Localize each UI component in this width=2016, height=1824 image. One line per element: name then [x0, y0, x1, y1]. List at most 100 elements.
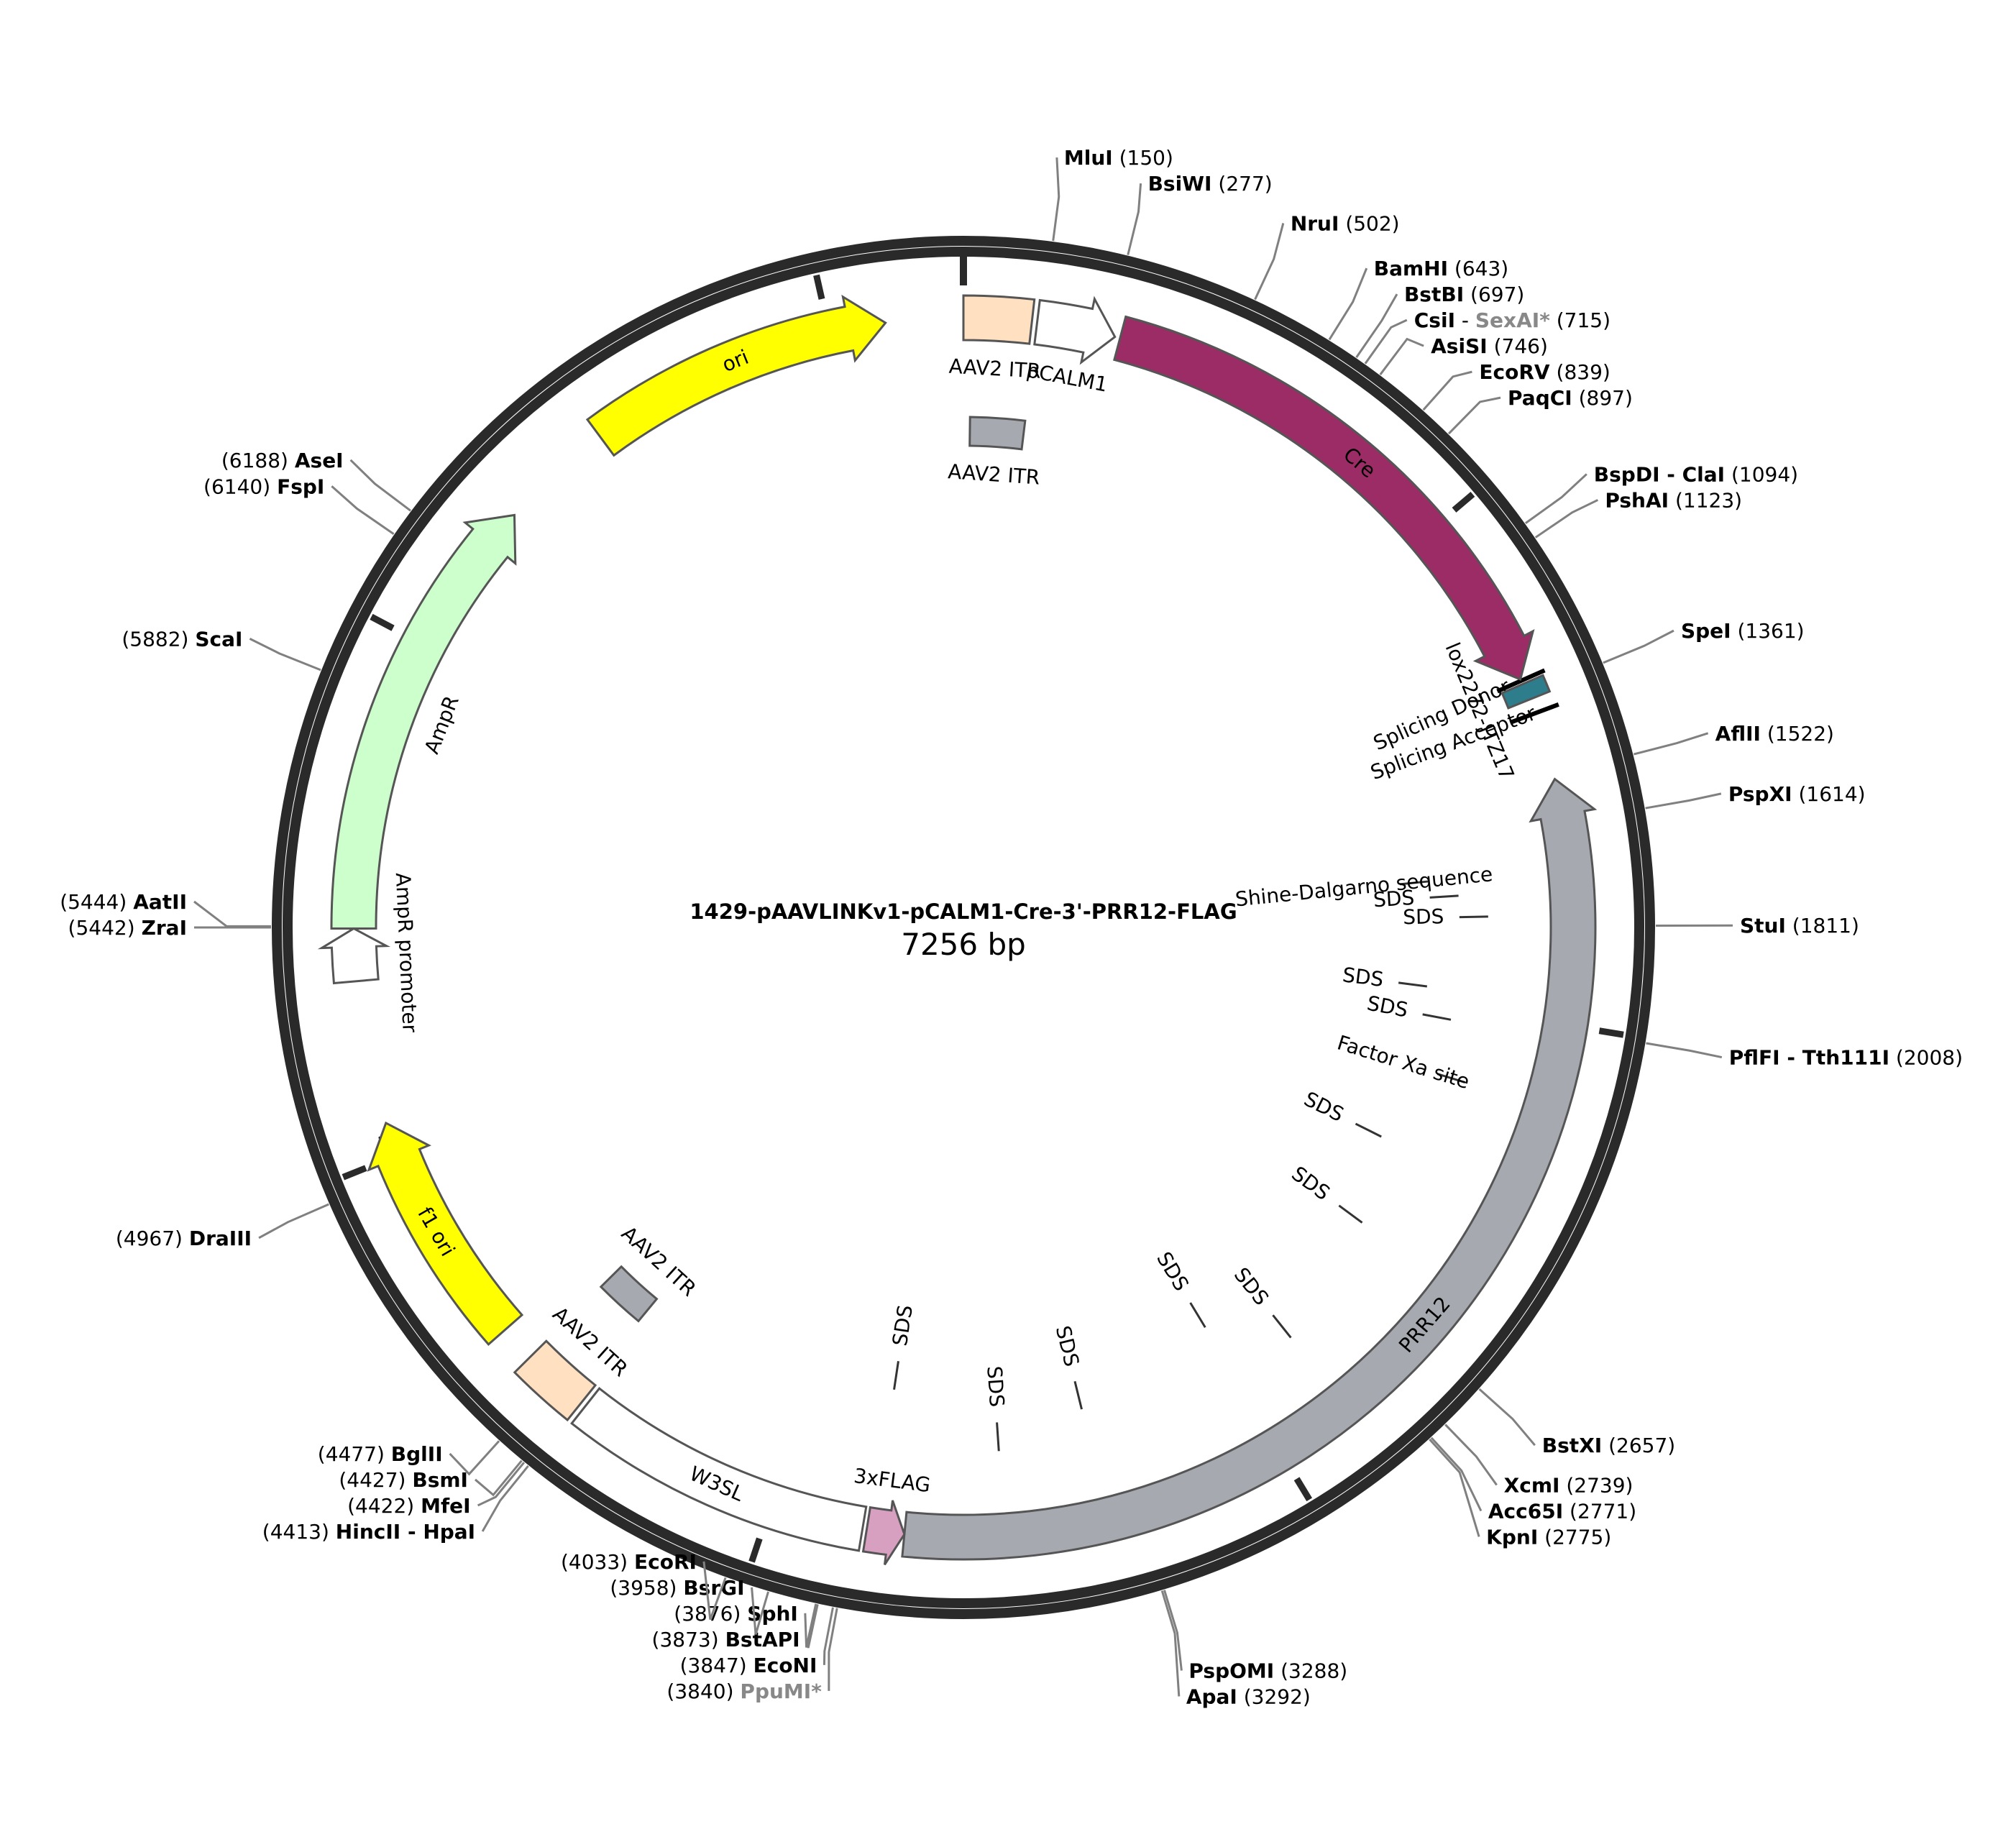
enzyme-name: BamHI — [1374, 257, 1448, 280]
enzyme-leader-mfei — [477, 1462, 525, 1507]
enzyme-leader-bglii — [449, 1440, 500, 1476]
enzyme-position: (150) — [1119, 146, 1173, 170]
enzyme-leader-paqci — [1447, 396, 1501, 435]
enzyme-label-ecori: (4033) EcoRI — [561, 1550, 697, 1574]
enzyme-name: ZraI — [142, 916, 187, 940]
site-mark-sds — [1355, 1122, 1382, 1138]
enzyme-position: (4477) — [318, 1442, 385, 1466]
enzyme-label-aatii: (5444) AatII — [60, 890, 187, 914]
feature-f1-ori — [367, 1121, 524, 1347]
enzyme-position: (643) — [1454, 257, 1508, 280]
origin-marker — [960, 255, 967, 285]
enzyme-leader-csii — [1364, 318, 1408, 365]
enzyme-leader-kpni — [1429, 1439, 1480, 1537]
site-label-sds: SDS — [1051, 1324, 1084, 1369]
site-mark-sds — [893, 1361, 899, 1390]
enzyme-label-pspxi: PspXI (1614) — [1728, 782, 1866, 806]
feature-lox2272-jtz17 — [1500, 674, 1552, 710]
enzyme-label-bsmi: (4427) BsmI — [339, 1468, 468, 1492]
site-mark-sds — [1338, 1204, 1363, 1224]
enzyme-name: SpeI — [1681, 619, 1731, 643]
enzyme-name: BsrGI — [683, 1576, 744, 1600]
enzyme-leader-pspxi — [1645, 792, 1722, 810]
enzyme-leader-draiii — [258, 1203, 329, 1239]
enzyme-label-bstapi: (3873) BstAPI — [652, 1628, 800, 1651]
feature-aav2-itr — [599, 1265, 659, 1323]
enzyme-name: KpnI — [1486, 1525, 1538, 1549]
enzyme-name: BglII — [391, 1442, 443, 1466]
enzyme-separator: - — [1455, 308, 1475, 332]
enzyme-position: (3292) — [1244, 1685, 1311, 1709]
feature-ori — [585, 294, 887, 457]
site-label-sds: SDS — [1403, 904, 1444, 929]
site-label-shine-dalgarno-sequence: Shine-Dalgarno sequence — [1234, 862, 1494, 911]
enzyme-position: (6140) — [203, 475, 270, 498]
feature-label-ampr-promoter: AmpR promoter — [391, 872, 422, 1033]
site-mark-factor-xa-site — [1437, 1073, 1465, 1083]
enzyme-name: AsiSI — [1431, 334, 1488, 358]
enzyme-position: (3840) — [666, 1679, 733, 1703]
enzyme-leader-ppumi — [828, 1608, 838, 1691]
enzyme-leader-sphi — [804, 1603, 817, 1648]
tick-mark-6000 — [370, 613, 395, 631]
backbone-inner-ring — [283, 247, 1644, 1608]
enzyme-leader-acc65i — [1430, 1436, 1483, 1512]
feature-3xflag — [861, 1500, 906, 1566]
enzyme-leader-bsmi — [475, 1459, 523, 1497]
site-mark-sds — [1398, 981, 1428, 988]
enzyme-leader-pshai — [1534, 499, 1599, 539]
enzyme-position: (2771) — [1570, 1499, 1636, 1523]
enzyme-position: (4033) — [561, 1550, 628, 1574]
feature-label-aav2-itr: AAV2 ITR — [948, 354, 1042, 383]
enzyme-name: EcoNI — [753, 1654, 817, 1677]
tick-mark-2000 — [1598, 1027, 1624, 1038]
backbone-outer-ring — [272, 236, 1655, 1619]
enzyme-label-pspomi: PspOMI (3288) — [1188, 1659, 1347, 1683]
enzyme-position: (4427) — [339, 1468, 406, 1492]
enzyme-name: PspOMI — [1188, 1659, 1274, 1683]
enzyme-name: StuI — [1740, 914, 1786, 938]
enzyme-leader-bamhi — [1328, 267, 1368, 341]
enzyme-name: ScaI — [195, 627, 242, 651]
enzyme-leader-ecorv — [1422, 370, 1472, 411]
plasmid-length: 7256 bp — [901, 927, 1026, 962]
enzyme-name: Acc65I — [1488, 1499, 1563, 1523]
enzyme-position: (1123) — [1675, 488, 1742, 512]
site-mark-sds — [1429, 894, 1459, 899]
site-label-factor-xa-site: Factor Xa site — [1334, 1031, 1472, 1094]
enzyme-label-scai: (5882) ScaI — [122, 627, 242, 651]
enzyme-label-econi: (3847) EcoNI — [680, 1654, 817, 1677]
enzyme-leader-hincii-hpai — [481, 1465, 529, 1532]
enzyme-leader-asisi — [1379, 337, 1424, 375]
site-mark-sds — [1073, 1380, 1083, 1410]
enzyme-label-acc65i: Acc65I (2771) — [1488, 1499, 1636, 1523]
site-mark-sds — [1422, 1013, 1452, 1021]
enzyme-position: (2739) — [1566, 1473, 1633, 1497]
site-label-sds: SDS — [1229, 1263, 1273, 1310]
enzyme-position: (2657) — [1608, 1434, 1675, 1457]
site-label-sds: SDS — [1301, 1087, 1348, 1127]
marker-splicing-donor — [1496, 668, 1546, 694]
feature-label-pcalm1: pCALM1 — [1025, 358, 1109, 397]
enzyme-label-paqci: PaqCI (897) — [1508, 386, 1633, 410]
enzyme-position: (3288) — [1280, 1659, 1347, 1683]
enzyme-position: (746) — [1494, 334, 1548, 358]
enzyme-name: MfeI — [421, 1494, 470, 1518]
site-label-sds: SDS — [982, 1365, 1009, 1408]
enzyme-label-apai: ApaI (3292) — [1186, 1685, 1311, 1709]
enzyme-label-bstxi: BstXI (2657) — [1542, 1434, 1675, 1457]
enzyme-name: EcoRI — [634, 1550, 697, 1574]
enzyme-name: DraIII — [189, 1227, 252, 1250]
enzyme-label-bsiwi: BsiWI (277) — [1148, 172, 1273, 196]
site-label-sds: SDS — [1373, 886, 1415, 912]
enzyme-position: (6188) — [221, 449, 288, 472]
enzyme-name: FspI — [277, 475, 324, 498]
feature-label-ampr: AmpR — [420, 692, 464, 757]
enzyme-label-bglii: (4477) BglII — [318, 1442, 443, 1466]
enzyme-label-csii: CsiI - SexAI* (715) — [1414, 308, 1610, 332]
tick-mark-3000 — [1293, 1477, 1313, 1502]
enzyme-name: BstXI — [1542, 1434, 1602, 1457]
feature-prr12 — [901, 777, 1598, 1561]
enzyme-label-bspdi-clai: BspDI - ClaI (1094) — [1594, 462, 1798, 486]
